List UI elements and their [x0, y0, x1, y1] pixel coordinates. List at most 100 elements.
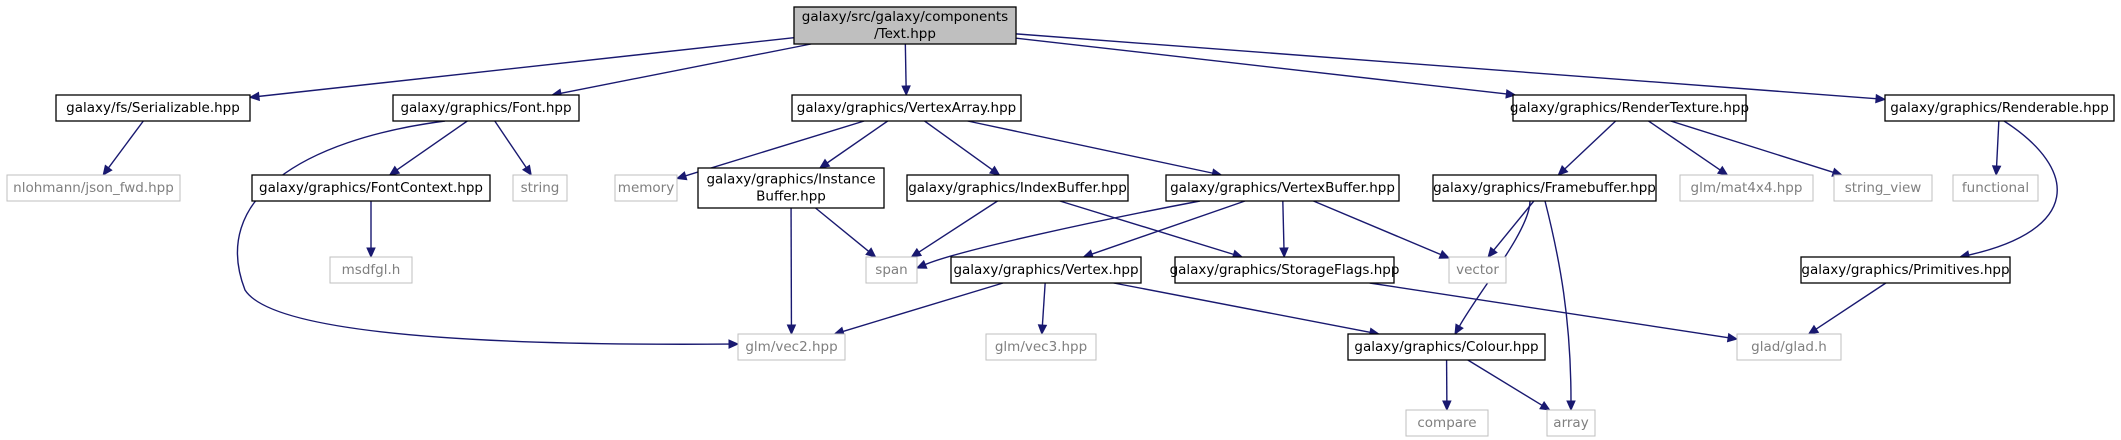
edge-line: [918, 200, 998, 253]
node-functional[interactable]: functional: [1952, 174, 2039, 202]
edge-line: [1564, 120, 1617, 170]
edge-line: [1091, 200, 1246, 255]
edge-vertexbuffer-to-span: [915, 200, 1201, 269]
node-msdfgl[interactable]: msdfgl.h: [329, 256, 413, 284]
edge-indexbuffer-to-storageflags: [1059, 200, 1244, 259]
edge-line: [1544, 200, 1572, 402]
node-label: galaxy/src/galaxy/components: [802, 9, 1008, 25]
node-memory[interactable]: memory: [614, 174, 678, 202]
node-mat4x4[interactable]: glm/mat4x4.hpp: [1679, 174, 1814, 202]
node-vertex[interactable]: galaxy/graphics/Vertex.hpp: [950, 256, 1142, 284]
arrowhead: [988, 165, 1001, 176]
arrowhead: [910, 247, 923, 258]
arrowhead: [1037, 324, 1048, 336]
node-label: functional: [1962, 180, 2029, 196]
node-box: [1800, 256, 2011, 284]
node-label: nlohmann/json_fwd.hpp: [13, 180, 174, 196]
node-text[interactable]: galaxy/src/galaxy/components/Text.hpp: [793, 6, 1017, 45]
edge-text-to-font: [550, 43, 812, 98]
node-label: glm/vec3.hpp: [995, 339, 1087, 355]
arrowhead: [1505, 89, 1517, 99]
node-label: array: [1553, 415, 1588, 431]
node-primitives[interactable]: galaxy/graphics/Primitives.hpp: [1800, 256, 2011, 284]
node-label: /Text.hpp: [874, 26, 936, 42]
node-serializable[interactable]: galaxy/fs/Serializable.hpp: [55, 94, 251, 122]
node-label: glm/vec2.hpp: [745, 339, 837, 355]
arrowhead: [366, 247, 376, 259]
arrowhead: [1279, 247, 1289, 259]
arrowhead: [521, 164, 532, 177]
edge-vertexbuffer-to-vector: [1313, 200, 1451, 259]
node-label: Buffer.hpp: [756, 189, 826, 205]
node-label: galaxy/graphics/IndexBuffer.hpp: [908, 180, 1127, 196]
node-compare[interactable]: compare: [1405, 409, 1489, 437]
arrowhead: [102, 164, 113, 176]
edge-line: [396, 120, 468, 171]
arrowhead: [728, 339, 740, 349]
node-span[interactable]: span: [865, 256, 918, 284]
edge-line: [1369, 282, 1729, 339]
node-indexbuffer[interactable]: galaxy/graphics/IndexBuffer.hpp: [906, 174, 1129, 202]
node-colour[interactable]: galaxy/graphics/Colour.hpp: [1347, 333, 1546, 361]
node-renderable[interactable]: galaxy/graphics/Renderable.hpp: [1884, 94, 2115, 122]
edge-line: [685, 120, 865, 177]
node-fontcontext[interactable]: galaxy/graphics/FontContext.hpp: [251, 174, 491, 202]
node-glad[interactable]: glad/glad.h: [1736, 333, 1842, 361]
edge-line: [815, 207, 870, 252]
node-rendertexture[interactable]: galaxy/graphics/RenderTexture.hpp: [1510, 94, 1749, 122]
node-string[interactable]: string: [512, 174, 568, 202]
edge-line: [924, 120, 993, 171]
edge-line: [258, 36, 795, 98]
edge-instancebuffer-to-span: [815, 207, 877, 258]
edge-line: [1968, 120, 2058, 256]
edge-line: [826, 120, 889, 164]
arrowhead: [865, 247, 877, 258]
node-box: [1432, 174, 1657, 202]
arrowhead: [248, 91, 260, 102]
node-box: [737, 333, 846, 361]
edge-primitives-to-glad: [1807, 282, 1887, 335]
node-box: [251, 174, 491, 202]
edge-line: [494, 120, 527, 168]
node-vertexbuffer[interactable]: galaxy/graphics/VertexBuffer.hpp: [1165, 174, 1400, 202]
node-label: span: [875, 262, 907, 278]
node-vec3[interactable]: glm/vec3.hpp: [985, 333, 1097, 361]
edge-serializable-to-json: [102, 120, 144, 176]
node-label: galaxy/graphics/Primitives.hpp: [1801, 262, 2009, 278]
node-array[interactable]: array: [1546, 409, 1596, 437]
arrowhead: [1438, 249, 1451, 259]
node-font[interactable]: galaxy/graphics/Font.hpp: [392, 94, 580, 122]
node-box: [329, 256, 413, 284]
edge-line: [842, 282, 1004, 333]
edge-line: [1113, 282, 1371, 333]
node-box: [791, 94, 1022, 122]
arrowhead: [915, 259, 928, 269]
edge-vertexarray-to-instancebuffer: [818, 120, 889, 169]
edge-vertexarray-to-vertexbuffer: [967, 120, 1223, 178]
arrowhead: [1442, 400, 1452, 412]
node-vector[interactable]: vector: [1448, 256, 1507, 284]
node-label: galaxy/fs/Serializable.hpp: [66, 100, 240, 116]
node-label: glad/glad.h: [1751, 339, 1827, 355]
edge-font-to-string: [494, 120, 532, 177]
node-box: [1833, 174, 1933, 202]
edge-line: [1995, 120, 2000, 167]
node-framebuffer[interactable]: galaxy/graphics/Framebuffer.hpp: [1432, 174, 1657, 202]
node-box: [1546, 409, 1596, 437]
node-string_view[interactable]: string_view: [1833, 174, 1933, 202]
node-json[interactable]: nlohmann/json_fwd.hpp: [6, 174, 181, 202]
node-label: galaxy/graphics/Vertex.hpp: [953, 262, 1138, 278]
edge-line: [904, 43, 907, 87]
node-vec2[interactable]: glm/vec2.hpp: [737, 333, 846, 361]
edge-line: [925, 200, 1201, 266]
edge-vertex-to-colour: [1113, 282, 1381, 337]
node-vertexarray[interactable]: galaxy/graphics/VertexArray.hpp: [791, 94, 1022, 122]
arrowhead: [1557, 165, 1569, 176]
edge-text-to-renderable: [1015, 33, 1887, 104]
edge-framebuffer-to-array: [1544, 200, 1576, 412]
edge-line: [1467, 359, 1543, 406]
node-label: glm/mat4x4.hpp: [1691, 180, 1803, 196]
node-storageflags[interactable]: galaxy/graphics/StorageFlags.hpp: [1170, 256, 1400, 284]
edge-line: [1015, 37, 1507, 95]
